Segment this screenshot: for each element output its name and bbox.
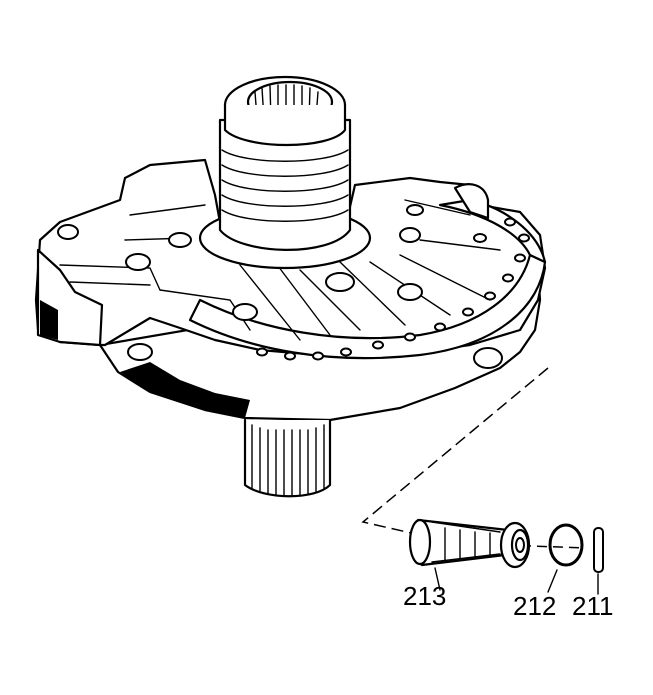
callout-filter: 213 bbox=[403, 581, 446, 611]
retaining-pin bbox=[593, 527, 604, 595]
callout-pin: 211 bbox=[572, 591, 613, 621]
callout-ring: 212 bbox=[513, 591, 556, 621]
splined-shaft bbox=[243, 418, 332, 498]
seal-ring bbox=[547, 523, 584, 593]
assembly-guide-line bbox=[361, 367, 549, 536]
pump-body bbox=[34, 158, 547, 422]
stator-hub bbox=[198, 75, 372, 270]
filter-screen bbox=[408, 518, 531, 591]
